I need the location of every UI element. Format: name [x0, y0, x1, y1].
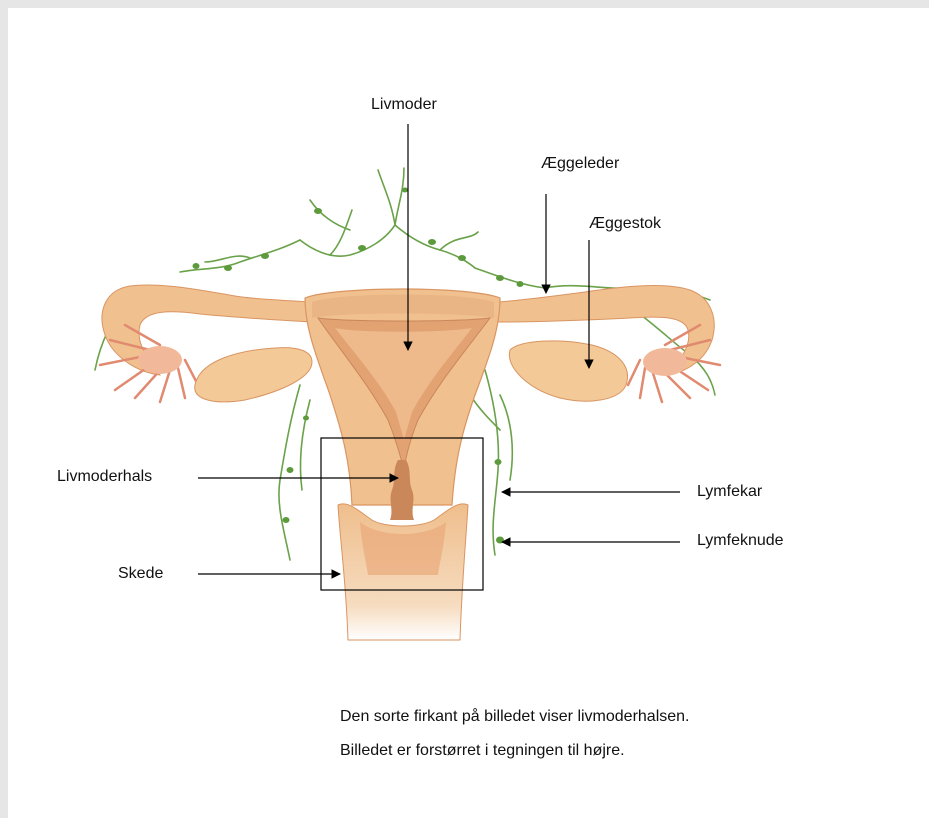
label-lymph-node: Lymfeknude — [697, 532, 784, 550]
caption-line-2: Billedet er forstørret i tegningen til h… — [340, 742, 625, 760]
right-ovary — [509, 341, 627, 401]
label-uterus: Livmoder — [371, 96, 437, 114]
label-vagina: Skede — [118, 565, 163, 583]
label-fallopian-tube: Æggeleder — [541, 155, 619, 173]
left-ovary — [195, 348, 312, 402]
label-ovary: Æggestok — [589, 215, 661, 233]
label-cervix: Livmoderhals — [57, 468, 152, 486]
caption-line-1: Den sorte firkant på billedet viser livm… — [340, 708, 690, 726]
label-lymph-vessel: Lymfekar — [697, 483, 762, 501]
